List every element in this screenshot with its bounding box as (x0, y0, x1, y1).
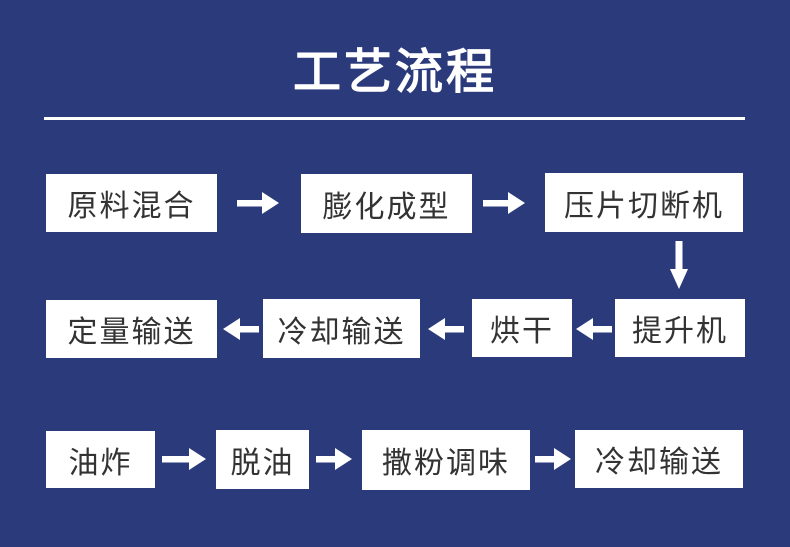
step-label: 膨化成型 (322, 190, 451, 224)
step-extrusion-forming: 膨化成型 (301, 174, 472, 233)
arrow-right-icon (162, 448, 206, 470)
arrow-left-icon (576, 318, 612, 340)
step-powder-seasoning: 撒粉调味 (362, 430, 530, 490)
page-title: 工艺流程 (292, 46, 497, 99)
step-cooling-conveying-final: 冷却输送 (575, 430, 743, 488)
arrow-right-icon (483, 192, 525, 214)
step-raw-material-mixing: 原料混合 (46, 174, 217, 232)
step-label: 烘干 (490, 315, 554, 348)
arrow-down-icon (670, 241, 688, 289)
step-label: 原料混合 (67, 190, 196, 223)
step-label: 撒粉调味 (382, 447, 510, 480)
step-frying: 油炸 (46, 431, 155, 488)
step-quantitative-conveying: 定量输送 (46, 300, 217, 358)
arrow-right-icon (237, 192, 279, 214)
step-label: 冷却输送 (277, 315, 406, 349)
title-divider-line (44, 117, 745, 120)
step-cooling-conveying: 冷却输送 (263, 299, 420, 358)
step-label: 脱油 (230, 446, 295, 480)
step-label: 压片切断机 (564, 189, 724, 223)
arrow-right-icon (535, 448, 571, 470)
step-drying: 烘干 (472, 299, 572, 357)
step-label: 定量输送 (67, 316, 196, 349)
arrow-left-icon (223, 318, 259, 340)
step-label: 提升机 (632, 315, 728, 348)
arrow-right-icon (316, 448, 352, 470)
step-label: 冷却输送 (595, 446, 723, 479)
step-label: 油炸 (68, 446, 133, 480)
step-elevator: 提升机 (615, 299, 745, 357)
step-tablet-press-cutter: 压片切断机 (545, 173, 743, 232)
step-deoiling: 脱油 (216, 430, 309, 489)
arrow-left-icon (428, 318, 464, 340)
